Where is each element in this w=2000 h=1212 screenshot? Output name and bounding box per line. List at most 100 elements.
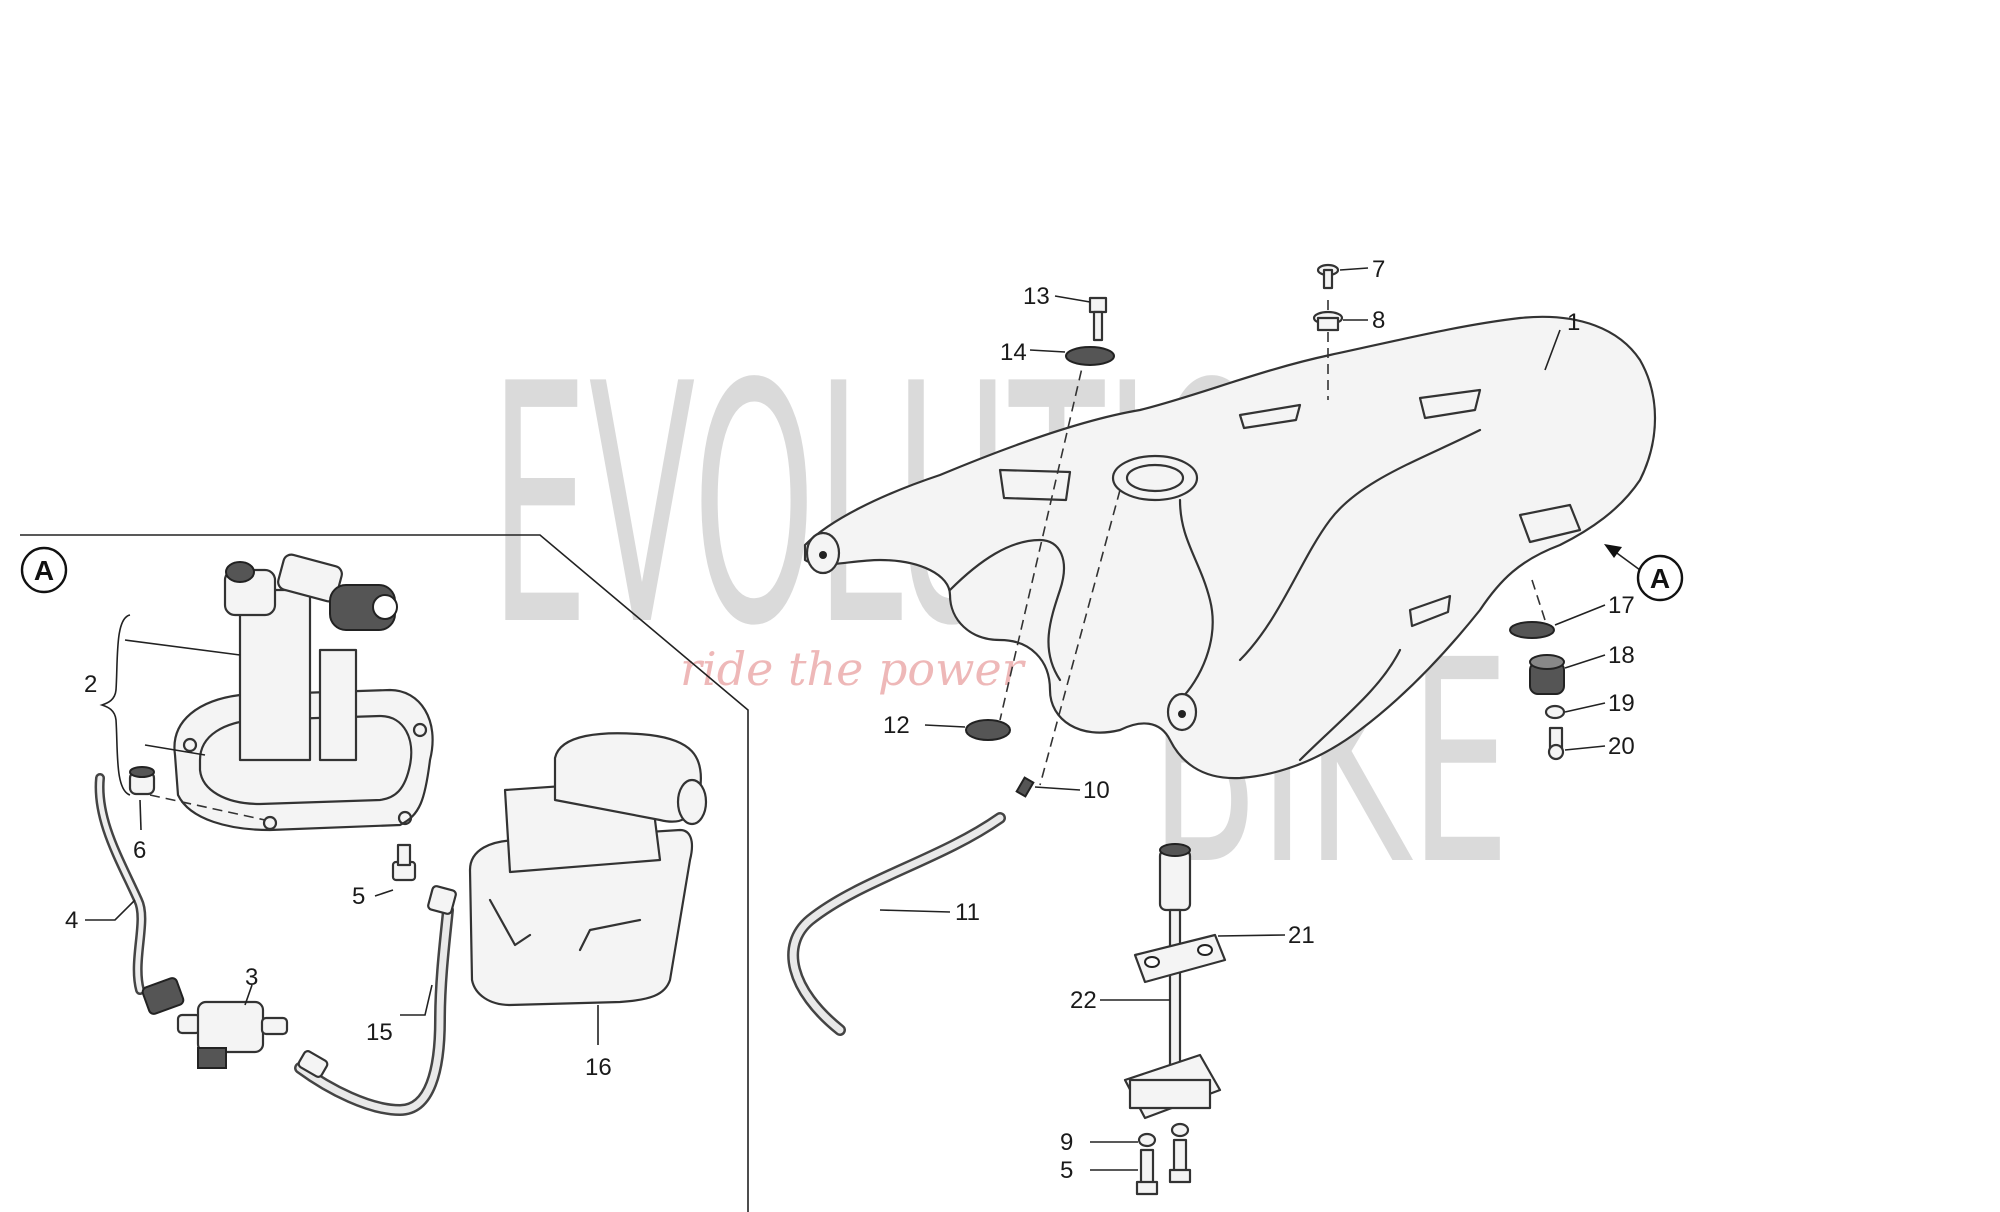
washer-19: [1544, 704, 1566, 720]
tank-slot: [1238, 403, 1302, 430]
view-marker-letter: A: [1650, 563, 1670, 594]
fuel-filter-3: [176, 1000, 289, 1069]
filler-neck: [1111, 454, 1199, 502]
washer-9: [1137, 1132, 1157, 1148]
leader-2: [124, 639, 241, 656]
tank-contour: [1238, 428, 1482, 662]
part-label-1: 1: [1567, 309, 1580, 336]
leader-15: [400, 984, 433, 1016]
hose-clamp: [427, 885, 457, 915]
assembly-line: [1039, 489, 1121, 786]
tank-ear-hole: [819, 551, 827, 559]
leader-lines: [85, 267, 1606, 1171]
leader-14: [1029, 349, 1066, 353]
pump-tube: [318, 648, 358, 762]
part-label-4: 4: [65, 907, 78, 934]
fuel-pump-assembly: [173, 553, 434, 832]
screw-7: [1316, 263, 1340, 290]
washer-14: [1065, 346, 1115, 366]
washer-17: [1509, 621, 1555, 639]
leader-13: [1054, 295, 1091, 303]
tank-slot: [1418, 388, 1482, 420]
leader-11: [879, 909, 951, 913]
leader-21: [1217, 934, 1286, 937]
rubber-pad-12: [965, 719, 1011, 741]
leader-12: [924, 724, 966, 728]
screw-5: [1135, 1138, 1192, 1196]
tank-body: [803, 315, 1657, 780]
tank-rear-tab: [1518, 503, 1582, 544]
leader-18: [1564, 654, 1606, 669]
screw-5-detail: [391, 843, 417, 882]
part-label-6: 6: [133, 837, 146, 864]
grommet-8: [1312, 310, 1344, 332]
part-label-19: 19: [1608, 690, 1635, 717]
washer-9: [1170, 1122, 1190, 1138]
clamp-10: [1015, 776, 1035, 798]
part-label-12: 12: [883, 712, 910, 739]
leader-2: [144, 744, 206, 756]
part-label-5: 5: [352, 883, 365, 910]
tank-contour: [948, 538, 1065, 682]
tank-mount-tab: [998, 468, 1072, 502]
part-label-20: 20: [1608, 733, 1635, 760]
part-label-17: 17: [1608, 592, 1635, 619]
leader-1: [1544, 329, 1561, 371]
tank-slot: [1408, 594, 1452, 628]
leader-7: [1339, 267, 1369, 271]
leader-10: [1034, 786, 1081, 791]
leader-4: [85, 899, 136, 921]
detail-panel-frame: [20, 534, 749, 1212]
part-label-15: 15: [366, 1019, 393, 1046]
part-label-21: 21: [1288, 922, 1315, 949]
rubber-block: [1123, 1053, 1222, 1120]
filler-opening: [1125, 463, 1185, 493]
part-label-14: 14: [1000, 339, 1027, 366]
part-labels: 1 2 3 4 5 5 6 7 8 9 10 11 12 13 14 15 16…: [65, 256, 1635, 1184]
watermark-tagline: ride the power: [680, 642, 1027, 696]
tank-contour: [1178, 498, 1214, 702]
view-marker-detail: A: [20, 546, 68, 594]
part-label-10: 10: [1083, 777, 1110, 804]
screw-20: [1547, 726, 1565, 761]
assembly-line: [1531, 579, 1546, 621]
tank-ear-hole: [1178, 710, 1186, 718]
tank-contour: [1298, 648, 1402, 762]
bolt-13: [1088, 296, 1108, 342]
part-label-18: 18: [1608, 642, 1635, 669]
leader-17: [1554, 604, 1606, 626]
leader-20: [1564, 745, 1606, 751]
leader-19: [1564, 702, 1606, 713]
part-label-5: 5: [1060, 1157, 1073, 1184]
flange-seal: [198, 714, 413, 806]
group-brace: [99, 614, 131, 796]
part-label-2: 2: [84, 671, 97, 698]
fuel-line-4: [94, 773, 147, 995]
line-connector: [141, 977, 185, 1015]
pump-housing: [238, 588, 312, 762]
part-label-9: 9: [1060, 1129, 1073, 1156]
leader-3: [244, 984, 253, 1006]
part-label-11: 11: [955, 899, 980, 926]
bracket-21: [1133, 933, 1227, 984]
view-marker-tank: A: [1604, 544, 1684, 602]
leader-5: [374, 889, 394, 897]
clip-6: [128, 766, 156, 796]
part-label-3: 3: [245, 964, 258, 991]
part-label-13: 13: [1023, 283, 1050, 310]
assembly-line: [999, 354, 1086, 721]
hose-fitting: [297, 1050, 329, 1078]
view-marker-circle: [1636, 554, 1684, 602]
assembly-line: [149, 794, 266, 821]
fuel-tank: [803, 315, 1657, 780]
part-label-8: 8: [1372, 307, 1385, 334]
view-marker-letter: A: [34, 555, 54, 586]
view-marker-circle: [20, 546, 68, 594]
leader-6: [139, 799, 142, 831]
rubber-mount-18: [1529, 654, 1565, 695]
part-label-7: 7: [1372, 256, 1385, 283]
fuel-reservoir-16: [468, 732, 708, 1007]
view-arrow-head: [1604, 544, 1622, 558]
part-label-22: 22: [1070, 987, 1097, 1014]
